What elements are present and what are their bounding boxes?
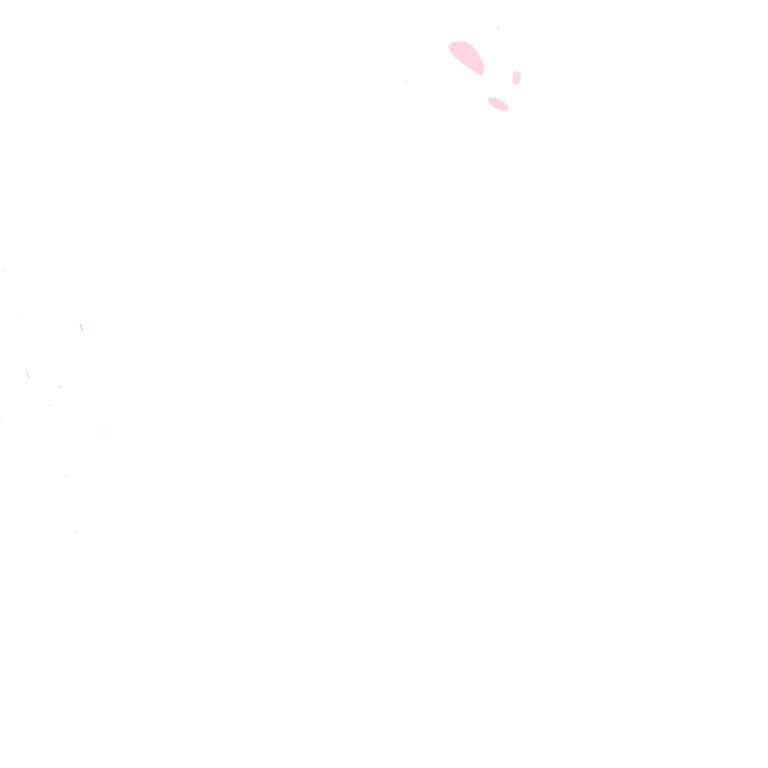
blue-stroke	[25, 369, 30, 379]
blue-speck-cluster	[1, 269, 105, 533]
petal-speck	[405, 81, 407, 83]
petal-speck	[497, 27, 499, 29]
blue-speck	[1, 421, 3, 423]
blue-stroke	[79, 323, 84, 332]
blue-speck	[49, 404, 51, 406]
blue-speck	[103, 431, 105, 433]
blue-speck	[3, 269, 5, 271]
blue-speck	[59, 386, 61, 388]
blue-speck	[19, 317, 21, 319]
blue-speck	[65, 475, 67, 477]
blue-speck	[75, 531, 77, 533]
petal-small-right	[512, 71, 522, 85]
petal-large	[448, 41, 484, 76]
pink-petal-cluster	[405, 27, 522, 111]
petal-lower	[488, 97, 509, 111]
